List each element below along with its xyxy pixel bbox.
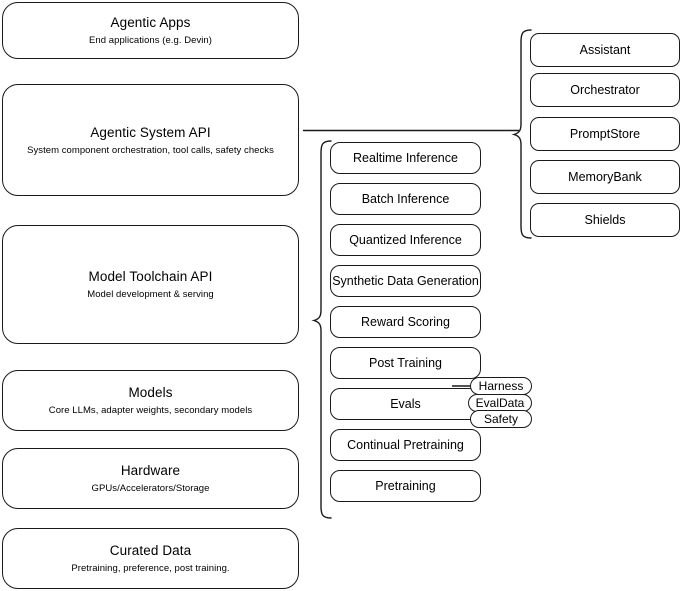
system-component-label: MemoryBank [568, 170, 642, 184]
capability-label: Reward Scoring [361, 315, 450, 329]
capability-realtime-inference[interactable]: Realtime Inference [330, 142, 481, 174]
stack-layer-agentic-system-api[interactable]: Agentic System API System component orch… [2, 84, 299, 196]
stack-layer-subtitle: Model development & serving [87, 289, 214, 300]
capability-label: Pretraining [375, 479, 436, 493]
stack-layer-title: Agentic System API [90, 124, 211, 140]
stack-layer-title: Agentic Apps [110, 15, 191, 30]
brace-toolchain-capabilities [311, 140, 332, 519]
stack-layer-title: Model Toolchain API [88, 269, 213, 284]
system-component-label: Orchestrator [570, 83, 640, 97]
capability-label: Realtime Inference [353, 151, 458, 165]
stack-layer-title: Models [128, 385, 173, 400]
eval-subcomponent-label: Harness [478, 379, 524, 393]
stack-layer-subtitle: GPUs/Accelerators/Storage [91, 483, 210, 494]
system-component-shields[interactable]: Shields [530, 203, 680, 237]
capability-reward-scoring[interactable]: Reward Scoring [330, 306, 481, 338]
stack-layer-model-toolchain-api[interactable]: Model Toolchain API Model development & … [2, 225, 299, 344]
system-component-orchestrator[interactable]: Orchestrator [530, 73, 680, 107]
stack-layer-subtitle: End applications (e.g. Devin) [89, 35, 212, 46]
brace-system-components [511, 29, 532, 239]
system-component-promptstore[interactable]: PromptStore [530, 117, 680, 151]
capability-label: Continual Pretraining [347, 438, 464, 452]
stack-layer-curated-data[interactable]: Curated Data Pretraining, preference, po… [2, 528, 299, 589]
capability-pretraining[interactable]: Pretraining [330, 470, 481, 502]
system-component-label: Shields [584, 213, 626, 227]
stack-layer-models[interactable]: Models Core LLMs, adapter weights, secon… [2, 370, 299, 431]
capability-synthetic-data-generation[interactable]: Synthetic Data Generation [330, 265, 481, 297]
capability-quantized-inference[interactable]: Quantized Inference [330, 224, 481, 256]
stack-layer-agentic-apps[interactable]: Agentic Apps End applications (e.g. Devi… [2, 2, 299, 59]
eval-subcomponent-label: Safety [483, 412, 519, 426]
capability-label: Quantized Inference [349, 233, 462, 247]
capability-label: Post Training [369, 356, 442, 370]
system-component-memorybank[interactable]: MemoryBank [530, 160, 680, 194]
capability-label: Batch Inference [361, 192, 450, 206]
stack-layer-subtitle: Pretraining, preference, post training. [71, 563, 230, 574]
capability-evals[interactable]: Evals [330, 388, 481, 420]
capability-label: Evals [390, 397, 421, 411]
stack-layer-title: Hardware [120, 463, 181, 478]
eval-subcomponent-harness[interactable]: Harness [470, 377, 532, 395]
eval-subcomponent-safety[interactable]: Safety [470, 410, 532, 428]
stack-layer-subtitle: System component orchestration, tool cal… [27, 144, 274, 156]
capability-continual-pretraining[interactable]: Continual Pretraining [330, 429, 481, 461]
system-component-label: PromptStore [569, 127, 641, 141]
stack-layer-title: Curated Data [109, 543, 192, 558]
system-component-label: Assistant [579, 43, 631, 57]
capability-post-training[interactable]: Post Training [330, 347, 481, 379]
capability-batch-inference[interactable]: Batch Inference [330, 183, 481, 215]
eval-subcomponent-label: EvalData [475, 396, 525, 410]
system-component-assistant[interactable]: Assistant [530, 33, 680, 67]
stack-layer-subtitle: Core LLMs, adapter weights, secondary mo… [48, 405, 253, 416]
capability-label: Synthetic Data Generation [332, 274, 479, 288]
stack-layer-hardware[interactable]: Hardware GPUs/Accelerators/Storage [2, 448, 299, 509]
